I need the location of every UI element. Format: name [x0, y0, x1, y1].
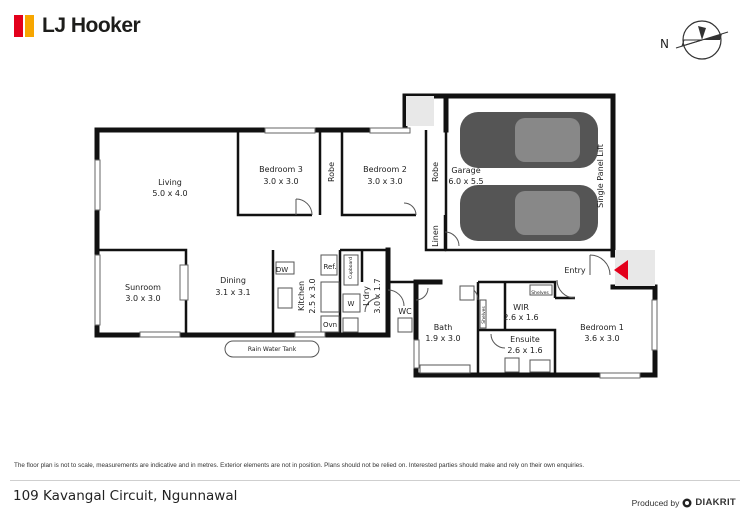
shelves-label: Shelves [531, 290, 549, 296]
room-garage-name: Garage [451, 166, 480, 175]
room-living-size: 5.0 x 4.0 [152, 189, 187, 198]
room-bedroom3-name: Bedroom 3 [259, 165, 303, 174]
room-ensuite-name: Ensuite [510, 335, 540, 344]
room-wir-size: 2.6 x 1.6 [503, 313, 538, 322]
room-dining-name: Dining [220, 276, 246, 285]
tank-label: Rain Water Tank [248, 346, 297, 353]
entry-marker-icon [614, 260, 628, 280]
footer-divider [10, 480, 740, 481]
room-kitchen-name: Kitchen [297, 281, 306, 311]
shelves-label-2: Shelves [481, 306, 487, 324]
car-icon-top [460, 112, 598, 168]
room-bath-name: Bath [434, 323, 453, 332]
room-bedroom3-size: 3.0 x 3.0 [263, 177, 298, 186]
disclaimer: The floor plan is not to scale, measurem… [14, 462, 585, 469]
robe-label-1: Robe [327, 162, 336, 182]
room-sunroom-size: 3.0 x 3.0 [125, 294, 160, 303]
entry-label: Entry [564, 266, 586, 275]
wc-label: WC [398, 307, 412, 316]
ovn-label: Ovn [323, 321, 337, 329]
lj-hooker-logo-mark [14, 15, 36, 37]
cupboard-label: Cupboard [348, 257, 354, 279]
room-bedroom1-size: 3.6 x 3.0 [584, 334, 619, 343]
room-bedroom2-name: Bedroom 2 [363, 165, 407, 174]
room-laundry-name: L'dry [362, 286, 371, 306]
lj-hooker-logo: LJ Hooker [14, 14, 141, 38]
room-sunroom-name: Sunroom [125, 283, 161, 292]
diakrit-logo-icon [682, 498, 692, 507]
producer-prefix: Produced by [631, 497, 680, 508]
w-label: W [348, 300, 355, 308]
room-garage-size: 6.0 x 5.5 [448, 177, 483, 186]
room-laundry-size: 3.0 x 1.7 [373, 278, 382, 313]
room-wir-name: WIR [513, 303, 529, 312]
dw-label: DW [276, 266, 288, 274]
brand-name: LJ Hooker [42, 14, 141, 37]
room-ensuite-size: 2.6 x 1.6 [507, 346, 542, 355]
compass: N [660, 14, 730, 66]
room-dining-size: 3.1 x 3.1 [215, 288, 250, 297]
floor-plan: Living 5.0 x 4.0 Bedroom 3 3.0 x 3.0 Bed… [94, 93, 658, 379]
room-bedroom1-name: Bedroom 1 [580, 323, 624, 332]
producer-credit: Produced by DIAKRIT [632, 497, 736, 508]
car-icon-bottom [460, 185, 598, 241]
room-living-name: Living [158, 178, 182, 187]
compass-north-icon [675, 20, 729, 60]
room-bedroom2-size: 3.0 x 3.0 [367, 177, 402, 186]
lift-label: Single Panel Lift [596, 144, 605, 208]
ref-label: Ref. [323, 263, 336, 271]
compass-north-label: N [660, 37, 669, 51]
property-address: 109 Kavangal Circuit, Ngunnawal [13, 488, 238, 504]
linen-label: Linen [431, 225, 440, 247]
room-bath-size: 1.9 x 3.0 [425, 334, 460, 343]
rain-water-tank [224, 340, 320, 358]
producer-name: DIAKRIT [695, 497, 736, 508]
room-kitchen-size: 2.5 x 3.0 [308, 278, 317, 313]
robe-label-2: Robe [431, 162, 440, 182]
